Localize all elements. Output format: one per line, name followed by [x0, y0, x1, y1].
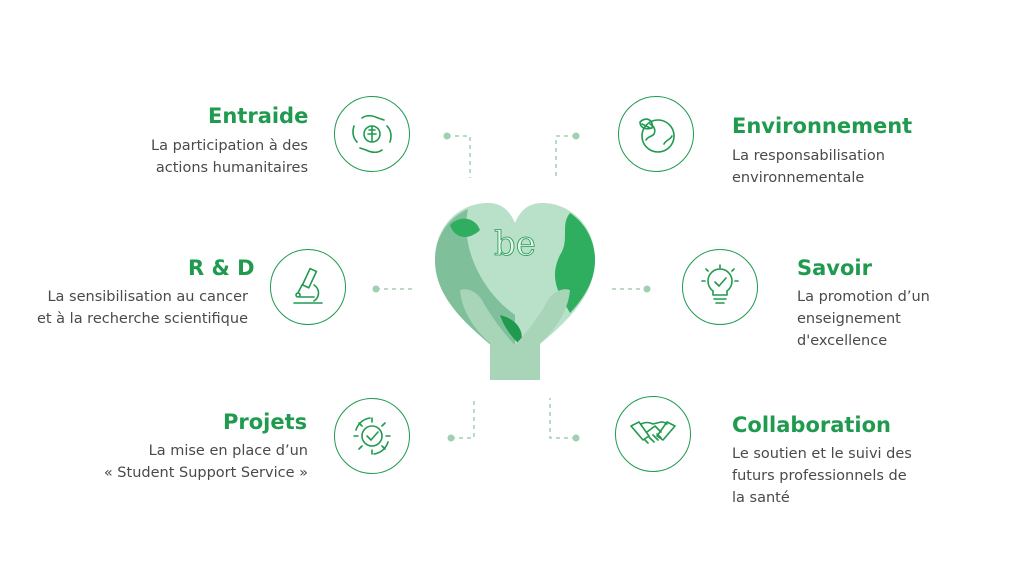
- entraide-icon-circle: [334, 96, 410, 172]
- connector-dot: [643, 285, 651, 293]
- connector-dot: [447, 434, 455, 442]
- collaboration-icon-circle: [615, 396, 691, 472]
- gear-check-icon: [353, 417, 391, 455]
- savoir-description: La promotion d’un enseignement d'excelle…: [797, 289, 930, 349]
- savoir-icon-circle: [682, 249, 758, 325]
- rd-description: La sensibilisation au cancer et à la rec…: [36, 289, 248, 327]
- environnement-title: Environnement: [732, 114, 913, 138]
- logo-text: be: [494, 224, 536, 264]
- connector-environnement: [555, 135, 576, 178]
- rd-title: R & D: [188, 256, 255, 280]
- heart-earth-hands-illustration: be: [435, 203, 595, 380]
- hands-cross-icon: [352, 114, 392, 154]
- entraide-description: La participation à des actions humanitai…: [151, 138, 308, 176]
- environnement-description: La responsabilisation environnementale: [732, 148, 885, 186]
- environnement-icon-circle: [618, 96, 694, 172]
- projets-description: La mise en place d’un « Student Support …: [103, 443, 308, 481]
- collaboration-title: Collaboration: [732, 413, 892, 437]
- rd-icon-circle: [270, 249, 346, 325]
- connector-dot: [572, 434, 580, 442]
- connector-entraide: [447, 135, 471, 178]
- handshake-icon: [630, 421, 676, 444]
- savoir-title: Savoir: [797, 256, 872, 280]
- connector-dot: [372, 285, 380, 293]
- microscope-icon: [293, 267, 323, 304]
- lightbulb-check-icon: [701, 264, 739, 304]
- entraide-title: Entraide: [208, 104, 309, 128]
- collaboration-description: Le soutien et le suivi des futurs profes…: [732, 446, 912, 506]
- connector-dot: [572, 132, 580, 140]
- connector-dot: [443, 132, 451, 140]
- connector-projets: [451, 398, 475, 439]
- earth-leaf-icon: [639, 118, 675, 153]
- projets-title: Projets: [223, 410, 308, 434]
- connector-collaboration: [549, 398, 576, 439]
- projets-icon-circle: [334, 398, 410, 474]
